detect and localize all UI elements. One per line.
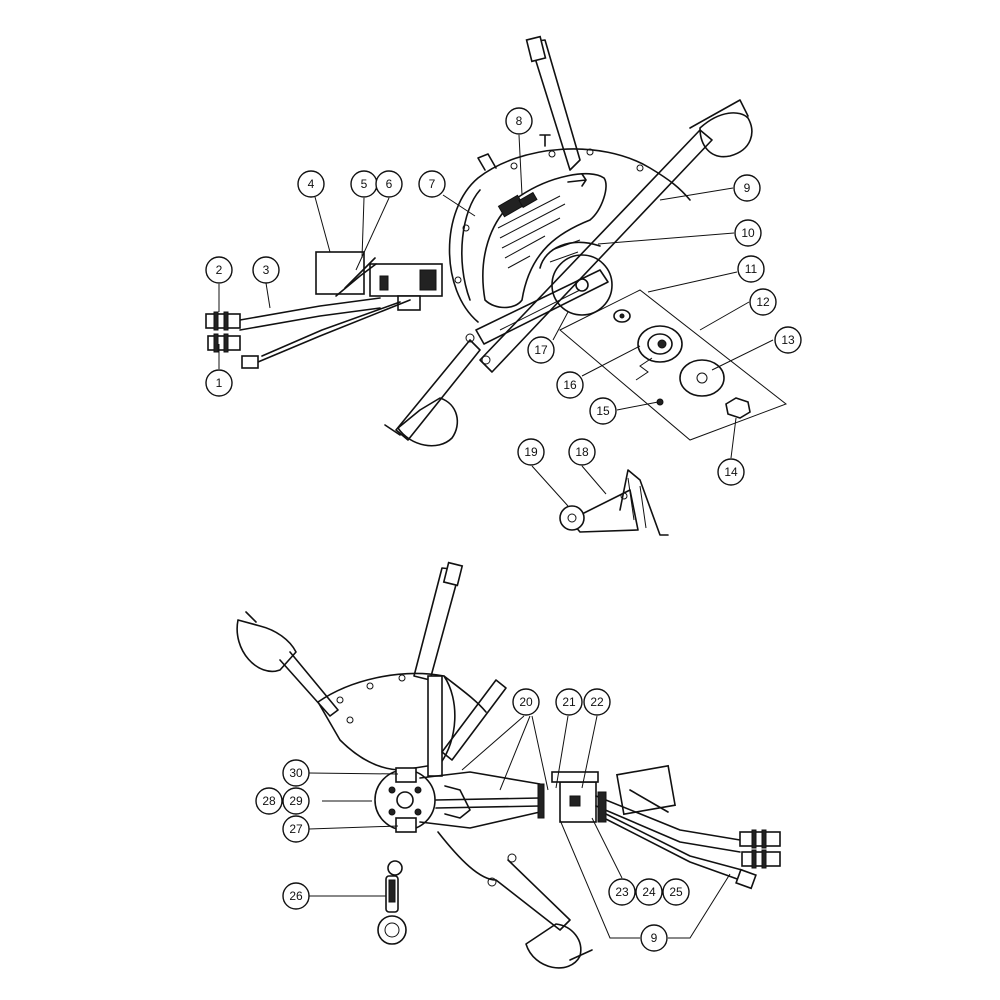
callout-14: 14 — [717, 458, 745, 486]
callout-24: 24 — [635, 878, 663, 906]
callout-4: 4 — [297, 170, 325, 198]
svg-text:9: 9 — [744, 181, 751, 195]
callout-17: 17 — [527, 336, 555, 364]
callout-7: 7 — [418, 170, 446, 198]
svg-text:28: 28 — [262, 794, 276, 808]
callout-20: 20 — [512, 688, 540, 716]
svg-text:27: 27 — [289, 822, 303, 836]
svg-text:29: 29 — [289, 794, 303, 808]
callout-5: 5 — [350, 170, 378, 198]
lower-wheel — [397, 397, 459, 447]
callout-6: 6 — [375, 170, 403, 198]
callout-26: 26 — [282, 882, 310, 910]
drive-pulley — [551, 254, 613, 316]
callout-2: 2 — [205, 256, 233, 284]
svg-text:2: 2 — [216, 263, 223, 277]
exploded-plane — [559, 289, 788, 441]
callout-22: 22 — [583, 688, 611, 716]
svg-text:5: 5 — [361, 177, 368, 191]
callout-9-top: 9 — [733, 174, 761, 202]
callout-23: 23 — [608, 878, 636, 906]
callout-28: 28 — [255, 787, 283, 815]
callout-12: 12 — [749, 288, 777, 316]
svg-text:1: 1 — [216, 376, 223, 390]
engine-housing — [315, 251, 365, 295]
rear-arm — [479, 129, 713, 373]
svg-text:4: 4 — [308, 177, 315, 191]
svg-text:25: 25 — [669, 885, 683, 899]
callout-25: 25 — [662, 878, 690, 906]
svg-text:18: 18 — [575, 445, 589, 459]
callout-13: 13 — [774, 326, 802, 354]
svg-text:14: 14 — [724, 465, 738, 479]
blade-guard — [448, 148, 691, 323]
svg-text:21: 21 — [562, 695, 576, 709]
bottom-assembly-view — [236, 561, 781, 969]
callout-1: 1 — [205, 369, 233, 397]
bottom-lower-wheel — [525, 923, 582, 969]
arbor-nut — [725, 397, 751, 419]
svg-text:3: 3 — [263, 263, 270, 277]
coupler-2 — [205, 313, 241, 329]
callout-30: 30 — [282, 759, 310, 787]
top-assembly-view — [205, 35, 788, 536]
svg-text:10: 10 — [741, 226, 755, 240]
wrench-tool — [377, 860, 407, 945]
callout-29: 29 — [282, 787, 310, 815]
callout-27: 27 — [282, 815, 310, 843]
svg-text:6: 6 — [386, 177, 393, 191]
svg-text:7: 7 — [429, 177, 436, 191]
callout-8: 8 — [505, 107, 533, 135]
svg-text:26: 26 — [289, 889, 303, 903]
upper-wheel — [699, 112, 753, 158]
lower-arm — [395, 339, 481, 441]
svg-text:9: 9 — [651, 931, 658, 945]
callout-15: 15 — [589, 397, 617, 425]
svg-text:19: 19 — [524, 445, 538, 459]
callout-3: 3 — [252, 256, 280, 284]
svg-text:22: 22 — [590, 695, 604, 709]
bottom-blade-guard — [317, 672, 456, 771]
svg-text:11: 11 — [745, 262, 758, 276]
callout-16: 16 — [556, 371, 584, 399]
callout-11: 11 — [737, 255, 765, 283]
callout-18: 18 — [568, 438, 596, 466]
callout-21: 21 — [555, 688, 583, 716]
callout-19: 19 — [517, 438, 545, 466]
svg-text:8: 8 — [516, 114, 523, 128]
svg-text:17: 17 — [534, 343, 548, 357]
inner-flange — [637, 325, 683, 363]
svg-text:13: 13 — [781, 333, 795, 347]
bottom-upper-wheel — [236, 619, 297, 673]
bottom-hose-assembly — [595, 795, 743, 881]
wheel-detail — [559, 505, 585, 531]
svg-text:20: 20 — [519, 695, 533, 709]
callout-9-bottom: 9 — [640, 924, 668, 952]
svg-text:16: 16 — [563, 378, 577, 392]
leader-lines — [218, 134, 774, 939]
callout-10: 10 — [734, 219, 762, 247]
outer-flange — [679, 359, 725, 397]
svg-text:12: 12 — [756, 295, 770, 309]
svg-text:24: 24 — [642, 885, 656, 899]
svg-text:30: 30 — [289, 766, 303, 780]
callout-bubbles: 1 2 3 4 5 6 7 8 9 10 11 12 13 14 15 16 1… — [205, 107, 802, 952]
svg-text:15: 15 — [596, 404, 610, 418]
svg-text:23: 23 — [615, 885, 629, 899]
hose-assembly — [239, 297, 411, 363]
